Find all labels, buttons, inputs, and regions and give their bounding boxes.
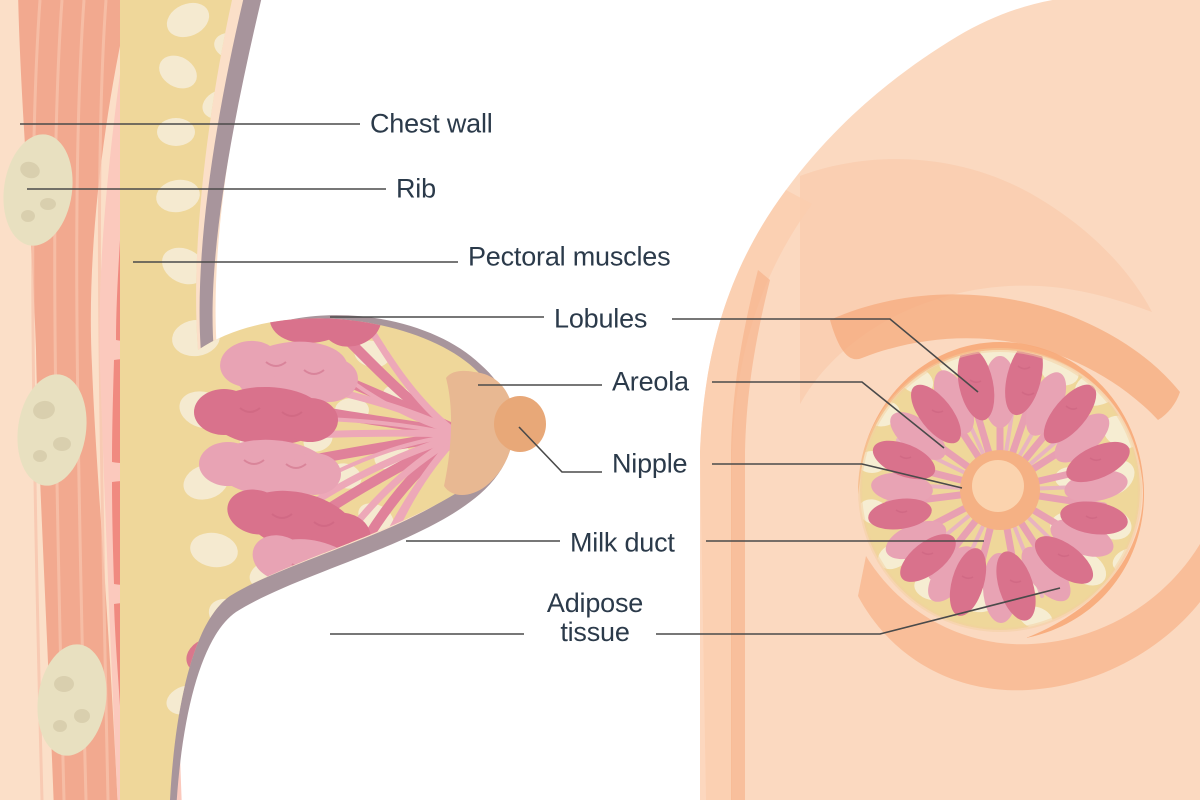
frontal-nipple (972, 460, 1024, 512)
label-rib: Rib (396, 173, 436, 204)
label-milk-duct: Milk duct (570, 527, 675, 558)
deltoid-shadow (800, 159, 1152, 404)
label-chest-wall: Chest wall (370, 108, 493, 139)
label-pectoral-muscles: Pectoral muscles (468, 241, 671, 272)
areola (444, 370, 515, 495)
label-nipple: Nipple (612, 448, 688, 479)
lobule (194, 386, 338, 446)
frontal-disc-rim (858, 348, 1142, 632)
arm-crease (731, 270, 770, 800)
frontal-view-group (700, 0, 1200, 800)
frontal-lobules-outer (868, 350, 1130, 621)
breast-underfold (858, 544, 1200, 691)
leader-nipple-left (518, 426, 602, 473)
rib (3, 134, 73, 246)
nipple (494, 396, 546, 452)
leader-adipose-right (656, 587, 1061, 635)
rib-marrow-specks (20, 161, 90, 732)
muscle-striations (31, 0, 110, 800)
label-lobules: Lobules (554, 303, 648, 334)
chest-wall-line (158, 0, 513, 800)
clavicle-shadow (830, 294, 1180, 420)
rib-group (3, 134, 107, 756)
leader-lobules-right (672, 318, 979, 393)
cross-section-group (0, 0, 546, 800)
leader-nipple-right (712, 463, 963, 489)
arm-inner-edge (700, 190, 812, 800)
label-adipose-tissue: Adipose tissue (546, 587, 644, 647)
frontal-lobule-texture (895, 365, 1102, 584)
leader-lines (20, 123, 1061, 635)
leader-areola-right (712, 381, 945, 449)
lobule (199, 439, 341, 497)
label-areola: Areola (612, 366, 689, 397)
